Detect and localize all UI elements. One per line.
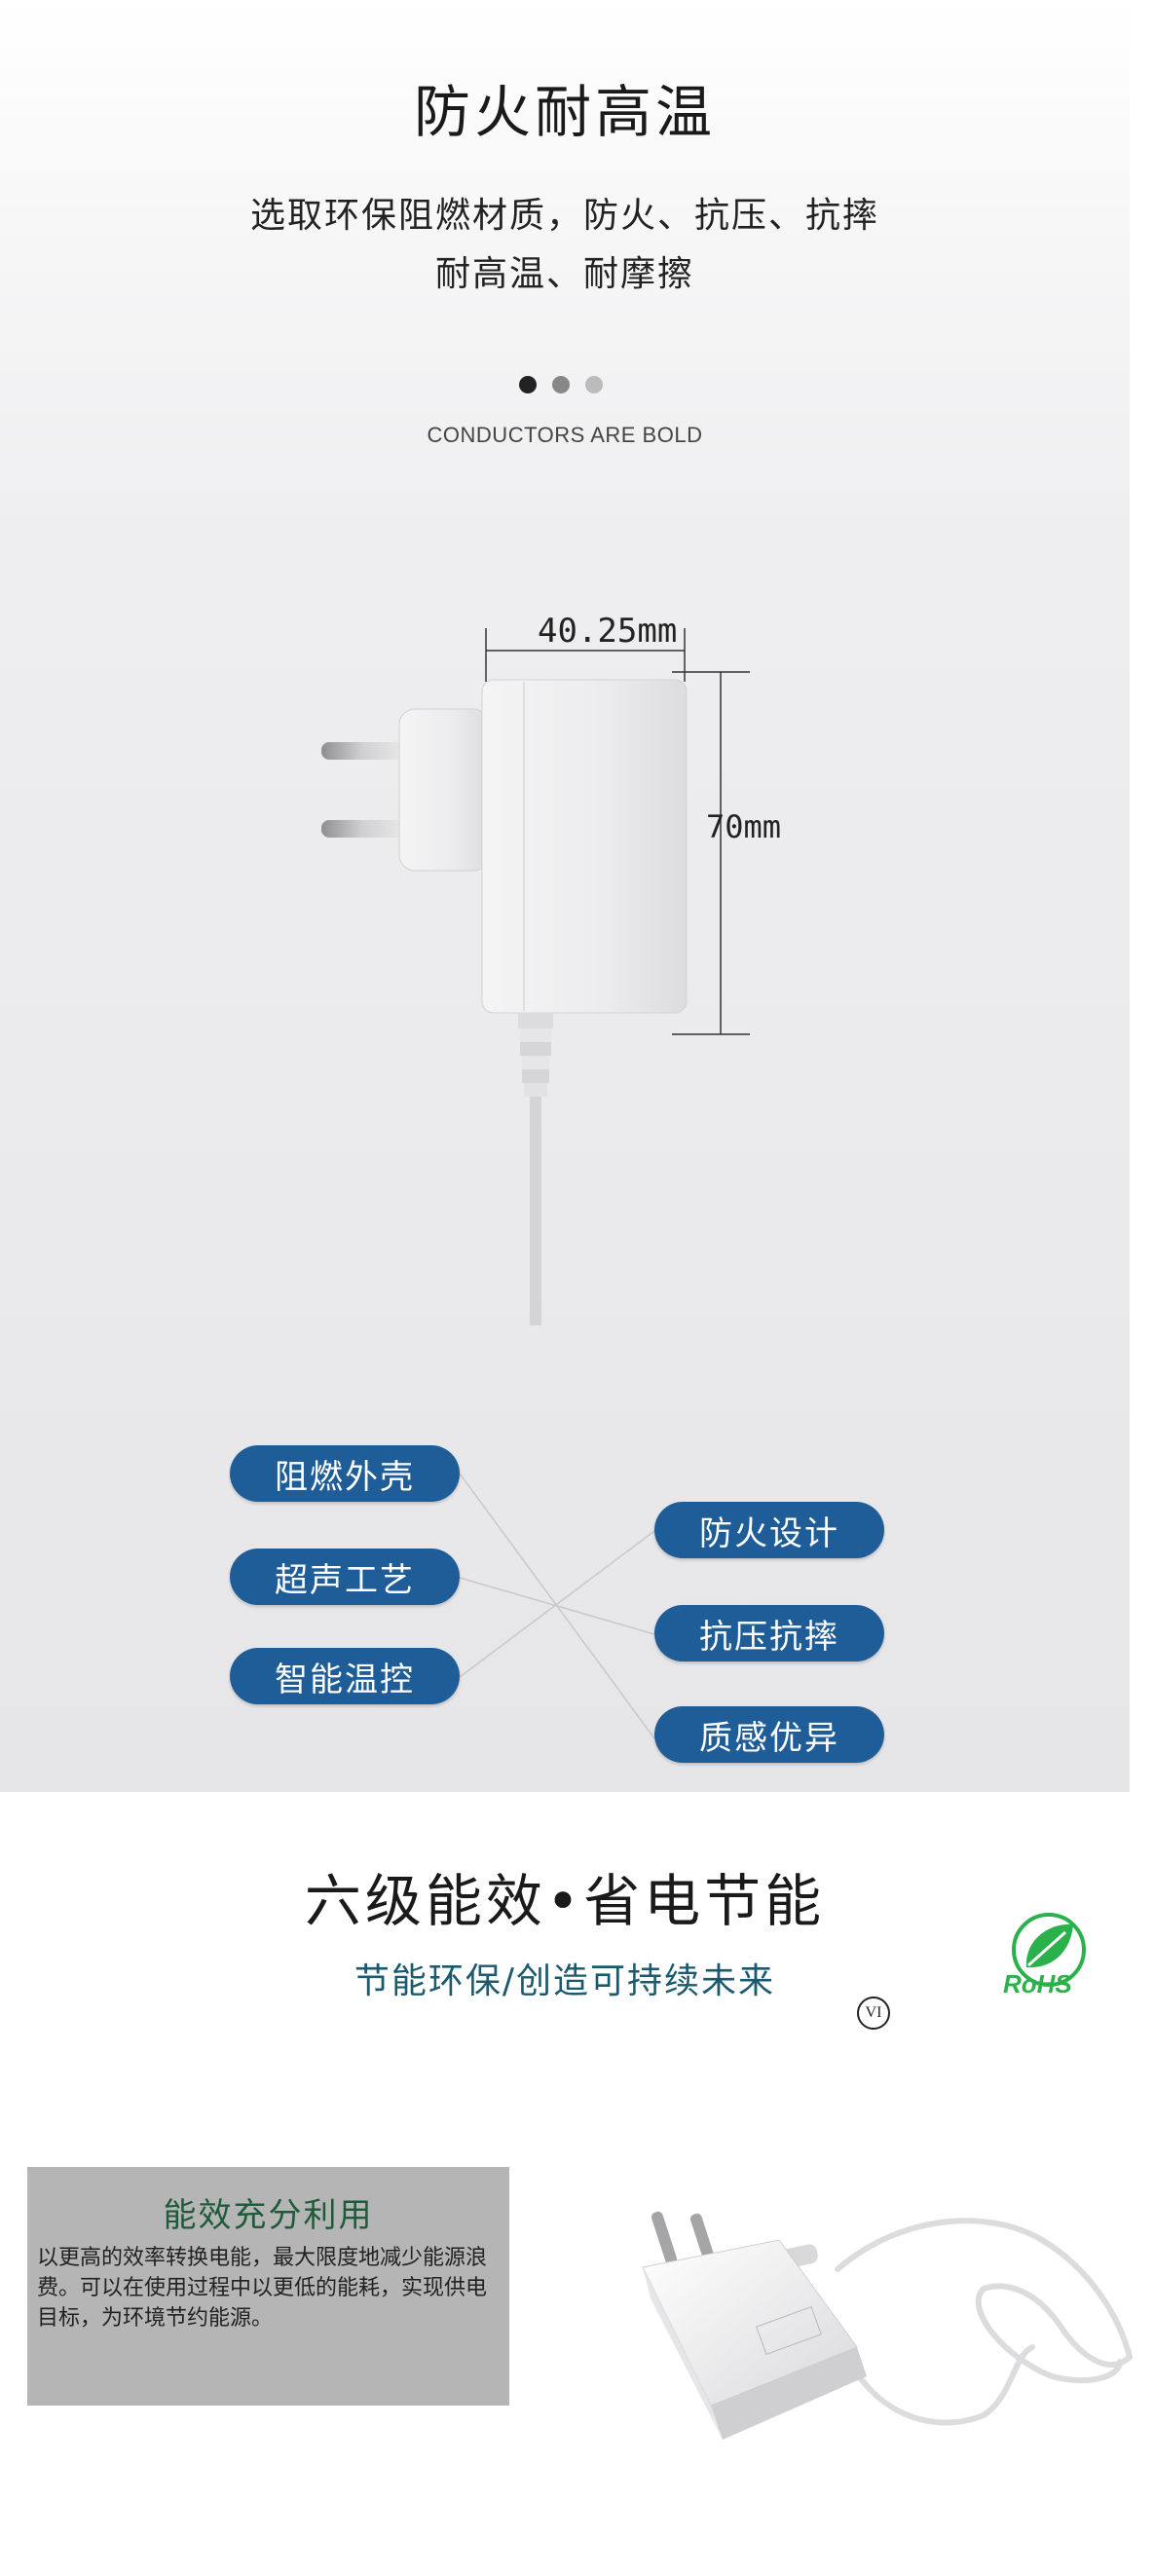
rohs-label: RoHS (1003, 1969, 1072, 1998)
fire-section-subtitle-line2: 耐高温、耐摩擦 (434, 254, 694, 294)
feature-pill-excellent-texture: 质感优异 (654, 1706, 884, 1763)
cable (530, 1097, 541, 1325)
vi-efficiency-mark: VI (857, 1997, 890, 2030)
rohs-leaf-icon (1012, 1913, 1086, 1987)
dimension-width-label: 40.25mm (538, 612, 678, 651)
fire-section-subtitle-line1: 选取环保阻燃材质，防火、抗压、抗摔 (249, 196, 879, 236)
energy-info-box: 能效充分利用 以更高的效率转换电能，最大限度地减少能源浪费。可以在使用过程中以更… (27, 2167, 509, 2406)
carousel-dots (519, 376, 603, 397)
info-box-title: 能效充分利用 (163, 2196, 374, 2235)
adapter-drawing (321, 628, 750, 1739)
conductors-caption: CONDUCTORS ARE BOLD (427, 423, 703, 447)
plug-base (398, 708, 490, 872)
feature-connector-lines (459, 1473, 655, 1739)
feature-pill-smart-temperature: 智能温控 (230, 1648, 460, 1704)
carousel-dot[interactable] (552, 376, 570, 393)
feature-pill-fireproof-design: 防火设计 (654, 1502, 884, 1558)
adapter-body (481, 679, 688, 1014)
info-box-body: 以更高的效率转换电能，最大限度地减少能源浪费。可以在使用过程中以更低的能耗，实现… (37, 2246, 488, 2331)
plug-pin-top (321, 742, 403, 760)
plug-pin-bottom (321, 820, 403, 838)
dimension-height-label: 70mm (706, 808, 782, 845)
cable-strain-relief (518, 1013, 553, 1097)
feature-pill-pressure-drop-resistant: 抗压抗摔 (654, 1605, 884, 1661)
feature-pill-flame-retardant-shell: 阻燃外壳 (230, 1445, 460, 1502)
energy-section-subtitle: 节能环保/创造可持续未来 (354, 1961, 776, 2001)
fire-section-title: 防火耐高温 (413, 79, 716, 145)
energy-section-title: 六级能效•省电节能 (304, 1868, 826, 1934)
carousel-dot[interactable] (519, 376, 537, 393)
feature-pill-ultrasonic-process: 超声工艺 (230, 1549, 460, 1605)
carousel-dot[interactable] (585, 376, 603, 393)
